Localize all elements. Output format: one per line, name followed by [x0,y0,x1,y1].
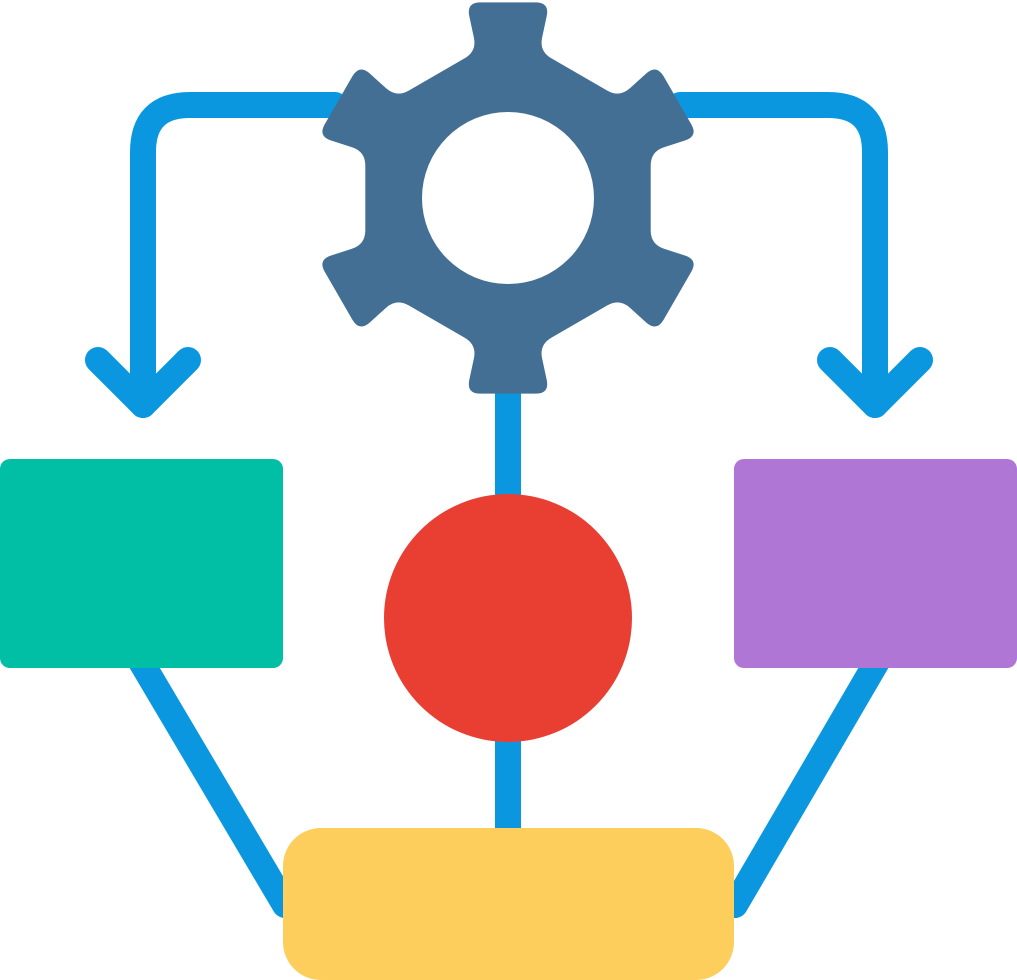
connector-lines [85,92,933,918]
right-branch-arrow-line [667,92,888,418]
center-decision-node [384,494,632,742]
bottom-output-box [283,828,734,980]
left-arrow-head [85,347,201,418]
left-process-box [0,459,283,668]
right-process-box [734,459,1017,668]
gear-icon [322,2,694,394]
gear-center-hole [422,112,594,284]
left-branch-arrow-line [130,92,348,418]
right-arrow-head [817,347,933,418]
right-box-to-bottom-line [722,647,891,918]
left-box-to-bottom-line [127,647,298,918]
